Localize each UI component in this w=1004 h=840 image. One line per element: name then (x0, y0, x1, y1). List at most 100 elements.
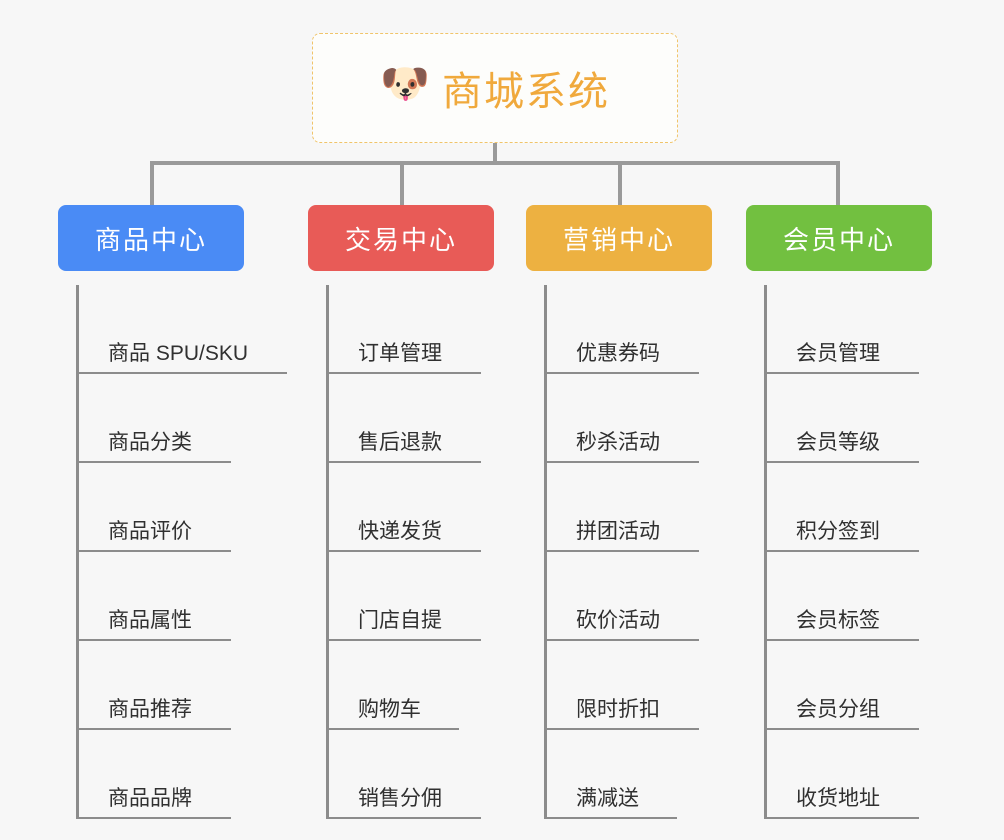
branch-header-label: 交易中心 (344, 224, 457, 255)
leaf-item-underline (767, 639, 919, 641)
branch-header-label: 会员中心 (782, 224, 895, 255)
branch-header-member-center[interactable]: 会员中心 (746, 205, 932, 271)
root-title: 商城系统 (442, 70, 610, 114)
leaf-item-label: 快递发货 (358, 519, 442, 543)
leaf-item[interactable]: 订单管理 (326, 285, 494, 374)
leaf-item-underline (79, 550, 231, 552)
leaf-item[interactable]: 满减送 (544, 730, 712, 819)
leaf-item[interactable]: 会员分组 (764, 641, 932, 730)
leaf-item[interactable]: 砍价活动 (544, 552, 712, 641)
leaf-item-underline (547, 372, 699, 374)
leaf-item-label: 秒杀活动 (576, 430, 660, 454)
branch-spine-product-center (76, 285, 79, 819)
leaf-item-label: 门店自提 (358, 608, 442, 632)
branch-header-label: 商品中心 (94, 224, 207, 255)
dog-face-icon: 🐶 (380, 62, 430, 106)
leaf-item[interactable]: 购物车 (326, 641, 494, 730)
leaf-item-underline (329, 461, 481, 463)
leaf-item-label: 会员管理 (796, 341, 880, 365)
leaf-item-label: 商品品牌 (108, 786, 192, 810)
branch-items-product-center: 商品 SPU/SKU 商品分类商品评价商品属性商品推荐商品品牌 (58, 285, 287, 819)
leaf-item-label: 商品分类 (108, 430, 192, 454)
branch-header-marketing-center[interactable]: 营销中心 (526, 205, 712, 271)
leaf-item-label: 销售分佣 (358, 786, 442, 810)
branch-header-product-center[interactable]: 商品中心 (58, 205, 244, 271)
leaf-item-label: 订单管理 (358, 341, 442, 365)
leaf-item-underline (547, 550, 699, 552)
leaf-item[interactable]: 商品评价 (76, 463, 244, 552)
root-node[interactable]: 🐶 商城系统 (312, 33, 678, 143)
leaf-item[interactable]: 商品属性 (76, 552, 244, 641)
leaf-item-label: 满减送 (576, 786, 639, 810)
branch-header-label: 营销中心 (562, 224, 675, 255)
leaf-item-label: 会员分组 (796, 697, 880, 721)
leaf-item-label: 购物车 (358, 697, 421, 721)
leaf-item-underline (547, 639, 699, 641)
leaf-item-underline (79, 461, 231, 463)
leaf-item-label: 会员等级 (796, 430, 880, 454)
leaf-item-underline (79, 817, 231, 819)
leaf-item[interactable]: 拼团活动 (544, 463, 712, 552)
leaf-item[interactable]: 优惠券码 (544, 285, 712, 374)
leaf-item[interactable]: 会员等级 (764, 374, 932, 463)
branch-column-member-center: 会员中心会员管理会员等级积分签到会员标签会员分组收货地址 (746, 205, 932, 819)
leaf-item-label: 商品推荐 (108, 697, 192, 721)
leaf-item-underline (767, 461, 919, 463)
leaf-item[interactable]: 会员标签 (764, 552, 932, 641)
leaf-item-label: 限时折扣 (576, 697, 660, 721)
leaf-item[interactable]: 积分签到 (764, 463, 932, 552)
leaf-item-label: 积分签到 (796, 519, 880, 543)
leaf-item-underline (329, 728, 459, 730)
leaf-item[interactable]: 商品推荐 (76, 641, 244, 730)
leaf-item-underline (767, 550, 919, 552)
leaf-item-underline (767, 372, 919, 374)
leaf-item[interactable]: 门店自提 (326, 552, 494, 641)
leaf-item-underline (329, 639, 481, 641)
leaf-item-label: 收货地址 (796, 786, 880, 810)
leaf-item-underline (767, 817, 919, 819)
leaf-item-label: 商品属性 (108, 608, 192, 632)
branch-header-trade-center[interactable]: 交易中心 (308, 205, 494, 271)
leaf-item[interactable]: 限时折扣 (544, 641, 712, 730)
leaf-item[interactable]: 秒杀活动 (544, 374, 712, 463)
leaf-item[interactable]: 商品分类 (76, 374, 244, 463)
leaf-item-label: 砍价活动 (576, 608, 660, 632)
leaf-item-underline (329, 372, 481, 374)
connector-drop-trade-center (400, 161, 404, 207)
connector-drop-product-center (150, 161, 154, 207)
connector-drop-member-center (836, 161, 840, 207)
branch-column-marketing-center: 营销中心优惠券码秒杀活动拼团活动砍价活动限时折扣满减送 (526, 205, 712, 819)
branch-items-marketing-center: 优惠券码秒杀活动拼团活动砍价活动限时折扣满减送 (526, 285, 712, 819)
leaf-item-label: 商品 SPU/SKU (108, 341, 249, 365)
branch-spine-trade-center (326, 285, 329, 819)
leaf-item-label: 拼团活动 (576, 519, 660, 543)
leaf-item-underline (547, 728, 699, 730)
leaf-item[interactable]: 商品品牌 (76, 730, 244, 819)
connector-drop-marketing-center (618, 161, 622, 207)
leaf-item[interactable]: 售后退款 (326, 374, 494, 463)
leaf-item[interactable]: 会员管理 (764, 285, 932, 374)
leaf-item-underline (767, 728, 919, 730)
branch-spine-marketing-center (544, 285, 547, 819)
leaf-item[interactable]: 收货地址 (764, 730, 932, 819)
branch-items-member-center: 会员管理会员等级积分签到会员标签会员分组收货地址 (746, 285, 932, 819)
leaf-item-underline (79, 639, 231, 641)
branch-column-product-center: 商品中心商品 SPU/SKU 商品分类商品评价商品属性商品推荐商品品牌 (58, 205, 287, 819)
connector-root-stem (493, 143, 497, 165)
leaf-item-underline (79, 372, 287, 374)
leaf-item-label: 会员标签 (796, 608, 880, 632)
leaf-item-underline (547, 461, 699, 463)
leaf-item-underline (547, 817, 677, 819)
leaf-item[interactable]: 快递发货 (326, 463, 494, 552)
leaf-item-label: 商品评价 (108, 519, 192, 543)
branch-items-trade-center: 订单管理售后退款快递发货门店自提购物车销售分佣 (308, 285, 494, 819)
branch-spine-member-center (764, 285, 767, 819)
leaf-item-underline (329, 817, 481, 819)
leaf-item[interactable]: 销售分佣 (326, 730, 494, 819)
branch-column-trade-center: 交易中心订单管理售后退款快递发货门店自提购物车销售分佣 (308, 205, 494, 819)
leaf-item-underline (79, 728, 231, 730)
leaf-item-label: 售后退款 (358, 430, 442, 454)
connector-bus (150, 161, 836, 165)
leaf-item[interactable]: 商品 SPU/SKU (76, 285, 287, 374)
